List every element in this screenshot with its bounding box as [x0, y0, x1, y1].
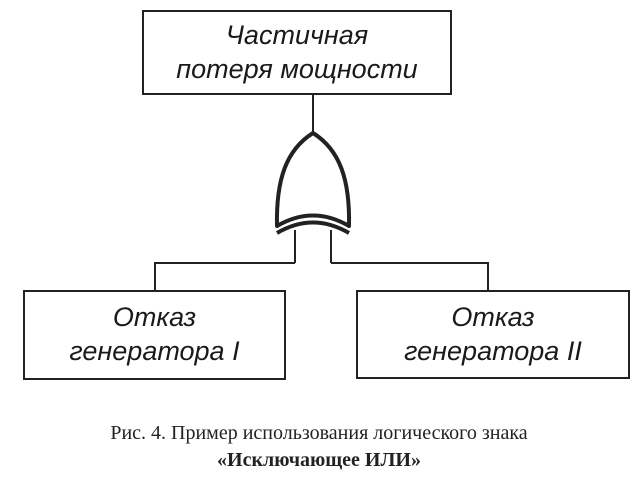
figure-caption: Рис. 4. Пример использования логического… [0, 420, 638, 474]
connector-left-branch [154, 262, 295, 290]
left-event-line1: Отказ [112, 302, 197, 333]
caption-line2: «Исключающее ИЛИ» [217, 449, 421, 471]
fault-tree-diagram: Частичная потеря мощности Отказ генерато… [23, 10, 630, 380]
top-event-line2: потеря мощности [176, 53, 418, 84]
top-event-box: Частичная потеря мощности [142, 10, 452, 95]
connector-right-branch [331, 262, 489, 290]
exclusive-or-gate-icon [274, 131, 352, 235]
caption-line1: Рис. 4. Пример использования логического… [110, 422, 528, 444]
left-event-box: Отказ генератора I [23, 290, 286, 380]
right-event-line2: генератора II [404, 335, 582, 366]
right-event-line1: Отказ [451, 301, 535, 332]
gate-and-connectors [154, 95, 489, 290]
left-event-line2: генератора I [69, 336, 240, 366]
top-event-line1: Частичная [225, 19, 369, 50]
right-event-box: Отказ генератора II [356, 290, 630, 379]
